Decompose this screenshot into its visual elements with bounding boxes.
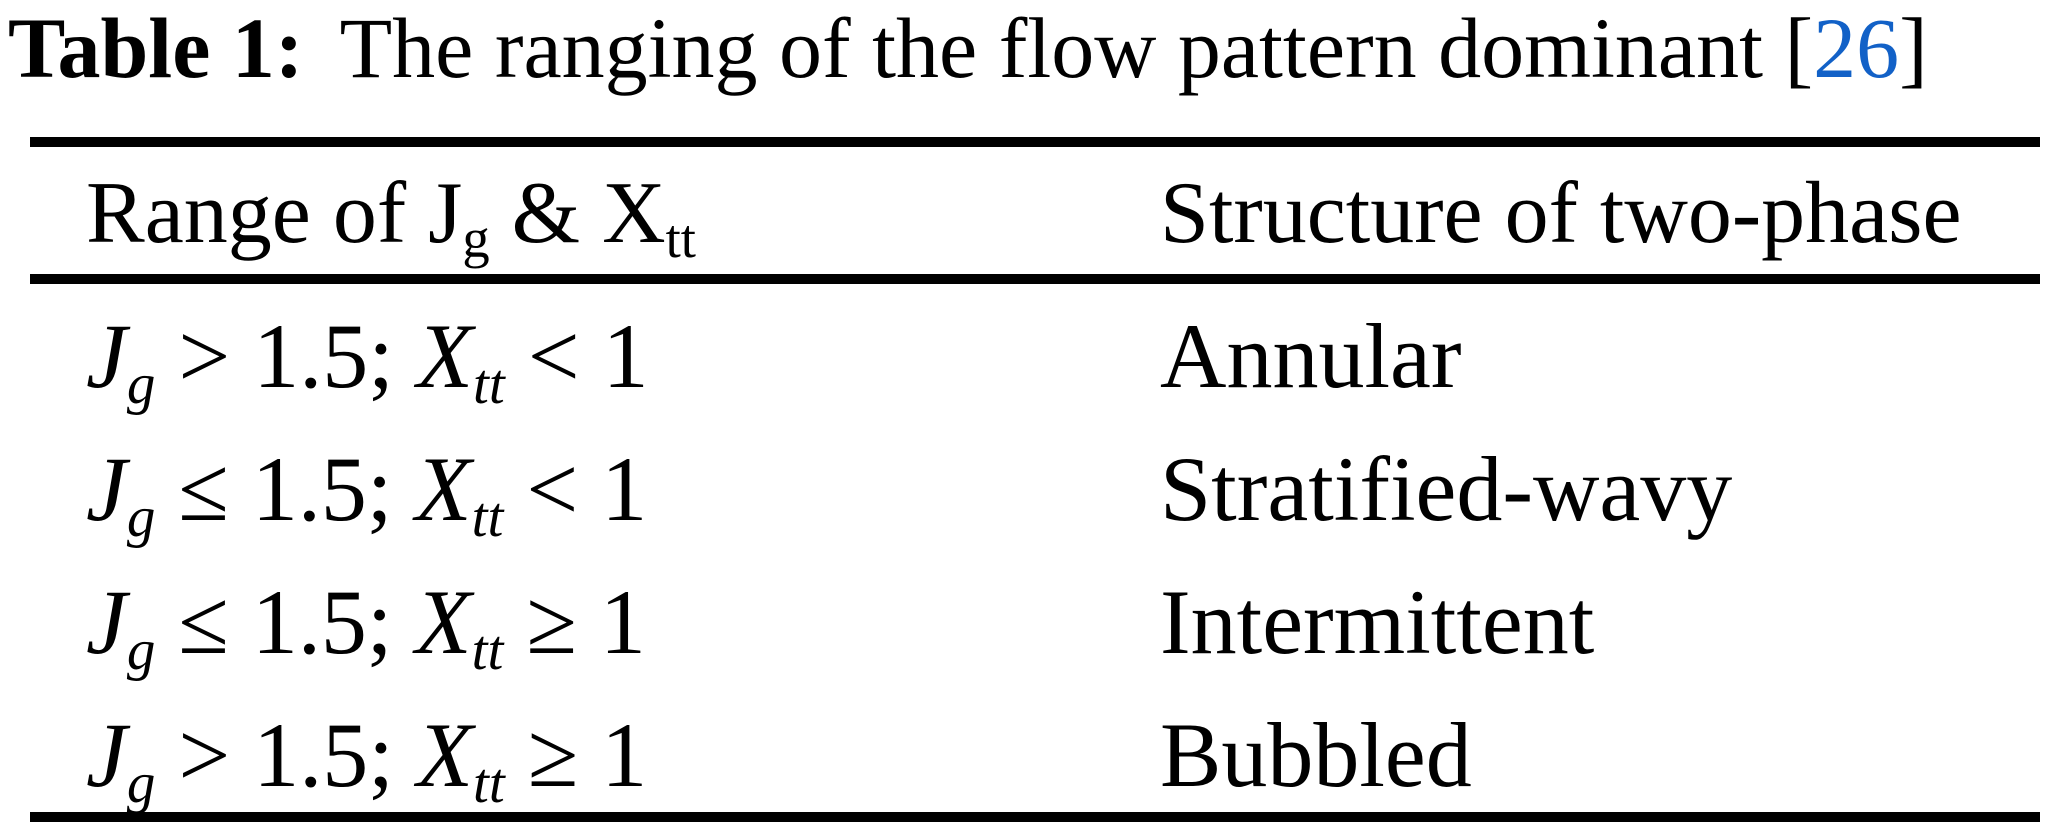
citation-bracket-close: ] [1899, 0, 1928, 96]
x-subscript: tt [473, 751, 505, 815]
j-subscript: g [126, 352, 156, 416]
j-operator: ≤ [155, 571, 252, 673]
table-header-rule [30, 274, 2040, 284]
j-operator: ≤ [155, 438, 252, 540]
x-variable: X [415, 571, 472, 673]
caption-label: Table 1: [8, 0, 304, 96]
j-value: 1.5 [251, 438, 367, 540]
header-range-column: Range of Jg & Xtt [86, 170, 696, 267]
condition-cell: Jg ≤ 1.5; Xtt < 1 [86, 443, 647, 546]
caption-text: The ranging of the flow pattern dominant [339, 0, 1785, 96]
header-subscript-tt: tt [665, 208, 696, 270]
x-subscript: tt [473, 352, 505, 416]
x-subscript: tt [471, 485, 504, 549]
header-left-text: Range of J [86, 165, 463, 262]
x-variable: X [416, 704, 474, 806]
separator: ; [368, 305, 417, 407]
j-variable: J [86, 305, 127, 407]
header-structure-column: Structure of two-phase [1160, 165, 1962, 262]
j-value: 1.5 [253, 305, 369, 407]
x-operator: ≥ [504, 704, 602, 806]
j-variable: J [86, 704, 127, 806]
separator: ; [366, 571, 416, 673]
structure-cell: Annular [1160, 305, 1462, 407]
table-bottom-rule [30, 812, 2040, 822]
j-value: 1.5 [251, 571, 367, 673]
condition-cell: Jg ≤ 1.5; Xtt ≥ 1 [86, 576, 646, 679]
x-operator: ≥ [503, 571, 600, 673]
x-variable: X [415, 438, 472, 540]
j-value: 1.5 [253, 704, 369, 806]
x-operator: < [503, 438, 602, 540]
table-caption: Table 1: The ranging of the flow pattern … [8, 2, 2063, 95]
j-subscript: g [126, 485, 156, 549]
structure-cell: Intermittent [1160, 571, 1595, 673]
j-variable: J [86, 571, 127, 673]
structure-cell: Stratified-wavy [1160, 438, 1733, 540]
header-subscript-g: g [462, 208, 490, 270]
x-operator: < [504, 305, 603, 407]
x-value: 1 [599, 571, 646, 673]
citation-bracket-open: [ [1784, 0, 1814, 96]
citation-link[interactable]: 26 [1813, 0, 1900, 96]
condition-cell: Jg > 1.5; Xtt < 1 [86, 310, 649, 413]
j-variable: J [86, 438, 127, 540]
j-operator: > [155, 305, 254, 407]
x-value: 1 [601, 438, 648, 540]
x-subscript: tt [471, 618, 504, 682]
separator: ; [366, 438, 416, 540]
condition-cell: Jg > 1.5; Xtt ≥ 1 [86, 709, 647, 812]
header-left-mid: & X [489, 165, 666, 262]
x-value: 1 [602, 305, 649, 407]
structure-cell: Bubbled [1160, 704, 1472, 806]
x-value: 1 [601, 704, 648, 806]
j-subscript: g [126, 618, 156, 682]
table-top-rule [30, 137, 2040, 147]
x-variable: X [416, 305, 474, 407]
j-operator: > [155, 704, 254, 806]
separator: ; [368, 704, 417, 806]
j-subscript: g [126, 751, 156, 815]
